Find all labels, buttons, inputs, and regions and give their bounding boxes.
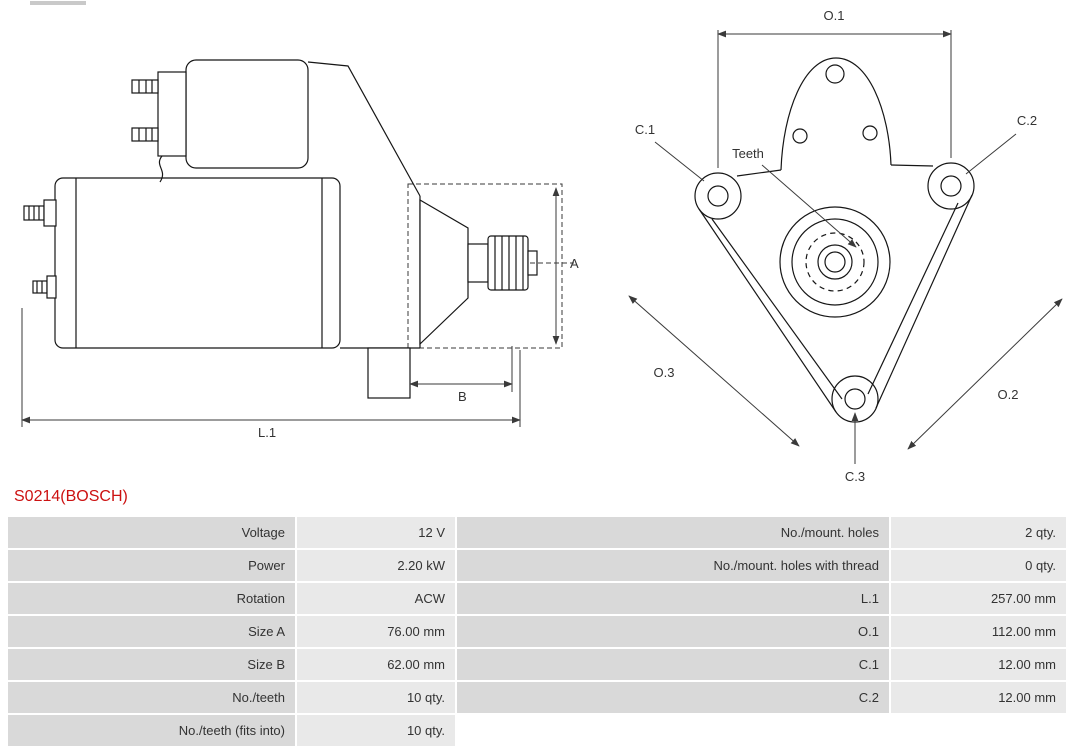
starter-side-view-drawing: A B L.1 xyxy=(21,59,579,440)
flange-dome xyxy=(780,57,892,171)
dimension-c3: C.3 xyxy=(845,412,865,484)
dimension-o3-label: O.3 xyxy=(654,365,675,380)
table-row: Size A 76.00 mm O.1 112.00 mm xyxy=(8,616,1066,647)
spec-label: C.1 xyxy=(457,649,889,680)
spec-label: Size A xyxy=(8,616,295,647)
mount-hole-c3 xyxy=(844,388,866,410)
drive-end-dashed-box xyxy=(407,183,563,349)
spec-table: Voltage 12 V No./mount. holes 2 qty. Pow… xyxy=(8,517,1066,746)
spec-value: 2.20 kW xyxy=(297,550,455,581)
spec-value: ACW xyxy=(297,583,455,614)
body-terminal-studs xyxy=(23,199,57,299)
dimension-b-label: B xyxy=(458,389,467,404)
spec-label: Rotation xyxy=(8,583,295,614)
motor-body xyxy=(54,177,341,349)
spec-label: No./teeth xyxy=(8,682,295,713)
drive-end-pinion xyxy=(419,198,574,346)
spec-value: 76.00 mm xyxy=(297,616,455,647)
solenoid xyxy=(131,59,309,183)
spec-label: L.1 xyxy=(457,583,889,614)
dimension-a-label: A xyxy=(570,256,579,271)
spec-label: Voltage xyxy=(8,517,295,548)
dimension-c1: C.1 xyxy=(635,122,705,182)
dimension-b: B xyxy=(409,346,513,404)
mounting-foot xyxy=(367,347,411,399)
dimension-o2-label: O.2 xyxy=(998,387,1019,402)
table-row: Size B 62.00 mm C.1 12.00 mm xyxy=(8,649,1066,680)
part-number-title: S0214(BOSCH) xyxy=(14,488,128,505)
spec-value: 12.00 mm xyxy=(891,649,1066,680)
spec-label: C.2 xyxy=(457,682,889,713)
table-row: Voltage 12 V No./mount. holes 2 qty. xyxy=(8,517,1066,548)
teeth-callout: Teeth xyxy=(732,146,857,248)
spec-value: 12.00 mm xyxy=(891,682,1066,713)
spec-label: No./mount. holes xyxy=(457,517,889,548)
dimension-c3-label: C.3 xyxy=(845,469,865,484)
housing-diagonal xyxy=(307,61,421,197)
dimension-a: A xyxy=(552,187,579,345)
spec-value: 12 V xyxy=(297,517,455,548)
spec-label-empty xyxy=(457,715,889,746)
dimension-l1: L.1 xyxy=(21,308,521,440)
table-row: Power 2.20 kW No./mount. holes with thre… xyxy=(8,550,1066,581)
table-row: No./teeth (fits into) 10 qty. xyxy=(8,715,1066,746)
spec-value: 112.00 mm xyxy=(891,616,1066,647)
spec-label: Power xyxy=(8,550,295,581)
spec-value: 10 qty. xyxy=(297,715,455,746)
dimension-l1-label: L.1 xyxy=(258,425,276,440)
spec-value: 257.00 mm xyxy=(891,583,1066,614)
technical-drawings: A B L.1 xyxy=(21,8,1063,484)
corner-artifact xyxy=(30,1,86,5)
starter-front-view-drawing: O.1 C.1 C.2 C.3 Teeth xyxy=(628,8,1063,484)
spec-label: No./mount. holes with thread xyxy=(457,550,889,581)
mount-hole-c1 xyxy=(707,185,729,207)
spec-label: O.1 xyxy=(457,616,889,647)
dimension-o2: O.2 xyxy=(907,298,1063,450)
dimension-o3: O.3 xyxy=(628,295,800,447)
dimension-c2-label: C.2 xyxy=(1017,113,1037,128)
dimension-o1-label: O.1 xyxy=(824,8,845,23)
spec-value-empty xyxy=(891,715,1066,746)
table-row: Rotation ACW L.1 257.00 mm xyxy=(8,583,1066,614)
dimension-c2: C.2 xyxy=(965,113,1037,175)
dimension-c1-label: C.1 xyxy=(635,122,655,137)
spec-value: 62.00 mm xyxy=(297,649,455,680)
spec-value: 2 qty. xyxy=(891,517,1066,548)
spec-value: 0 qty. xyxy=(891,550,1066,581)
spec-label: No./teeth (fits into) xyxy=(8,715,295,746)
teeth-label: Teeth xyxy=(732,146,764,161)
dimension-o1: O.1 xyxy=(717,8,952,168)
table-row: No./teeth 10 qty. C.2 12.00 mm xyxy=(8,682,1066,713)
spec-label: Size B xyxy=(8,649,295,680)
pinion-gear-front xyxy=(779,206,891,318)
mount-hole-c2 xyxy=(940,175,962,197)
spec-value: 10 qty. xyxy=(297,682,455,713)
